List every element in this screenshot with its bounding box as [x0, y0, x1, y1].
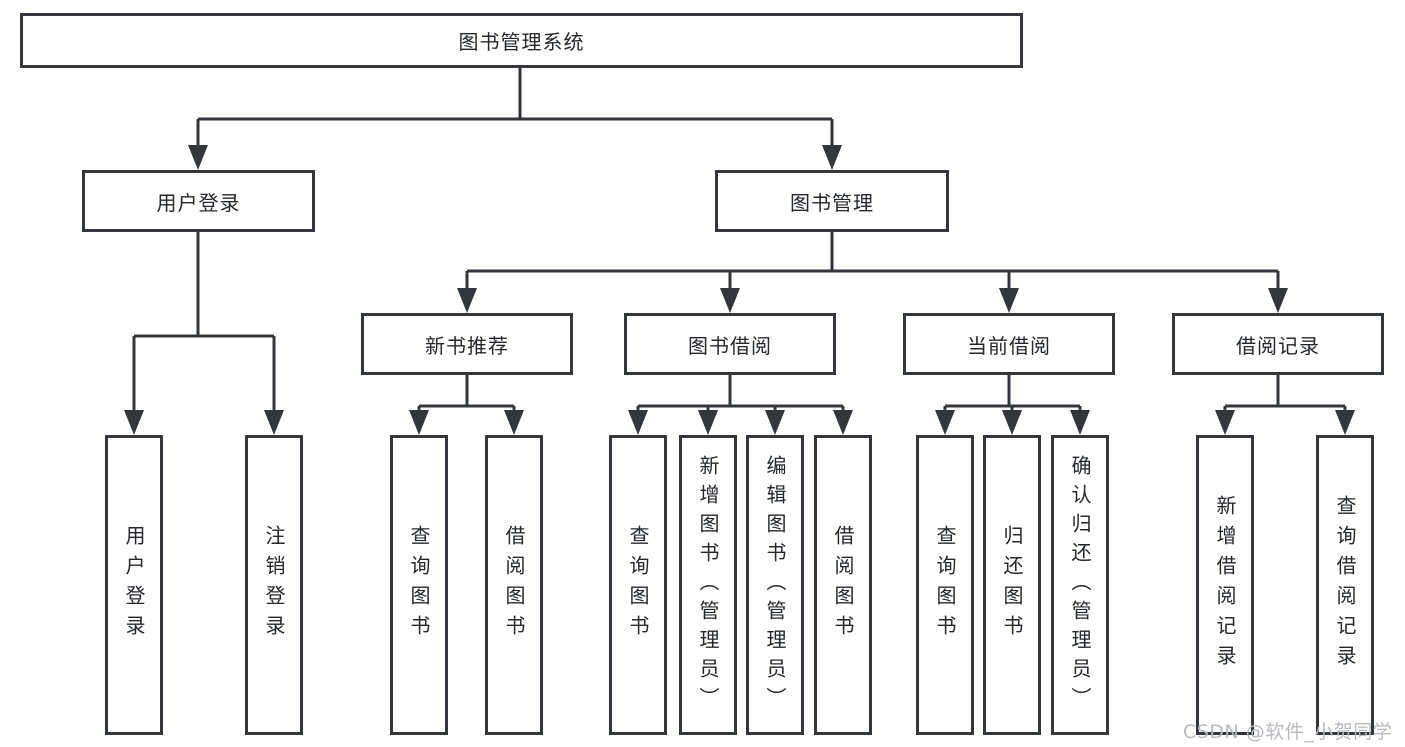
node-label: 编辑图书（管理员） — [763, 454, 787, 716]
leaf-add-borrow-record: 新增借阅记录 — [1196, 435, 1254, 735]
leaf-confirm-return-admin: 确认归还（管理员） — [1051, 435, 1109, 735]
node-book-management: 图书管理 — [715, 170, 949, 232]
node-label: 新增借阅记录 — [1213, 495, 1237, 675]
node-label: 查询图书 — [407, 525, 431, 645]
edge-borrow-to-leaves — [636, 375, 845, 411]
node-label: 图书借阅 — [688, 333, 772, 358]
node-current-borrowing: 当前借阅 — [903, 313, 1115, 375]
node-label: 图书管理 — [790, 190, 874, 215]
node-label: 新增图书（管理员） — [696, 454, 720, 716]
node-label: 查询借阅记录 — [1333, 495, 1357, 675]
edge-records-to-leaves — [1223, 375, 1347, 411]
leaf-user-login: 用户登录 — [105, 435, 163, 735]
edge-userlogin-to-leaves — [132, 232, 276, 410]
node-label: 借阅记录 — [1236, 333, 1320, 358]
node-book-borrowing: 图书借阅 — [624, 313, 836, 375]
node-user-login: 用户登录 — [82, 170, 315, 232]
leaf-borrow-books: 借阅图书 — [814, 435, 872, 735]
node-label: 查询图书 — [626, 525, 650, 645]
node-label: 借阅图书 — [502, 525, 526, 645]
leaf-edit-book-admin: 编辑图书（管理员） — [746, 435, 804, 735]
node-label: 图书管理系统 — [458, 30, 585, 54]
node-label: 确认归还（管理员） — [1068, 454, 1092, 716]
watermark-text: CSDN @软件_小贺同学 — [1183, 721, 1393, 743]
leaf-borrow-books-recommend: 借阅图书 — [485, 435, 543, 735]
node-label: 当前借阅 — [967, 333, 1051, 358]
leaf-return-book: 归还图书 — [983, 435, 1041, 735]
node-new-book-recommend: 新书推荐 — [361, 313, 573, 375]
node-library-management-system: 图书管理系统 — [20, 13, 1023, 68]
leaf-query-books-recommend: 查询图书 — [390, 435, 448, 735]
node-label: 归还图书 — [1000, 525, 1024, 645]
leaf-query-books-current: 查询图书 — [916, 435, 974, 735]
node-borrowing-records: 借阅记录 — [1172, 313, 1384, 375]
edge-root-to-level2 — [196, 68, 834, 146]
node-label: 用户登录 — [122, 525, 146, 645]
leaf-logout: 注销登录 — [245, 435, 303, 735]
edge-newbook-to-leaves — [417, 375, 516, 411]
arrowheads — [124, 145, 1355, 435]
node-label: 查询图书 — [933, 525, 957, 645]
leaf-query-books-borrow: 查询图书 — [609, 435, 667, 735]
edge-bookmgmt-to-level3 — [465, 232, 1280, 288]
edge-current-to-leaves — [943, 375, 1082, 411]
leaf-query-borrow-record: 查询借阅记录 — [1316, 435, 1374, 735]
node-label: 借阅图书 — [831, 525, 855, 645]
leaf-add-book-admin: 新增图书（管理员） — [679, 435, 737, 735]
node-label: 新书推荐 — [425, 333, 509, 358]
node-label: 用户登录 — [156, 190, 241, 215]
node-label: 注销登录 — [262, 525, 286, 645]
